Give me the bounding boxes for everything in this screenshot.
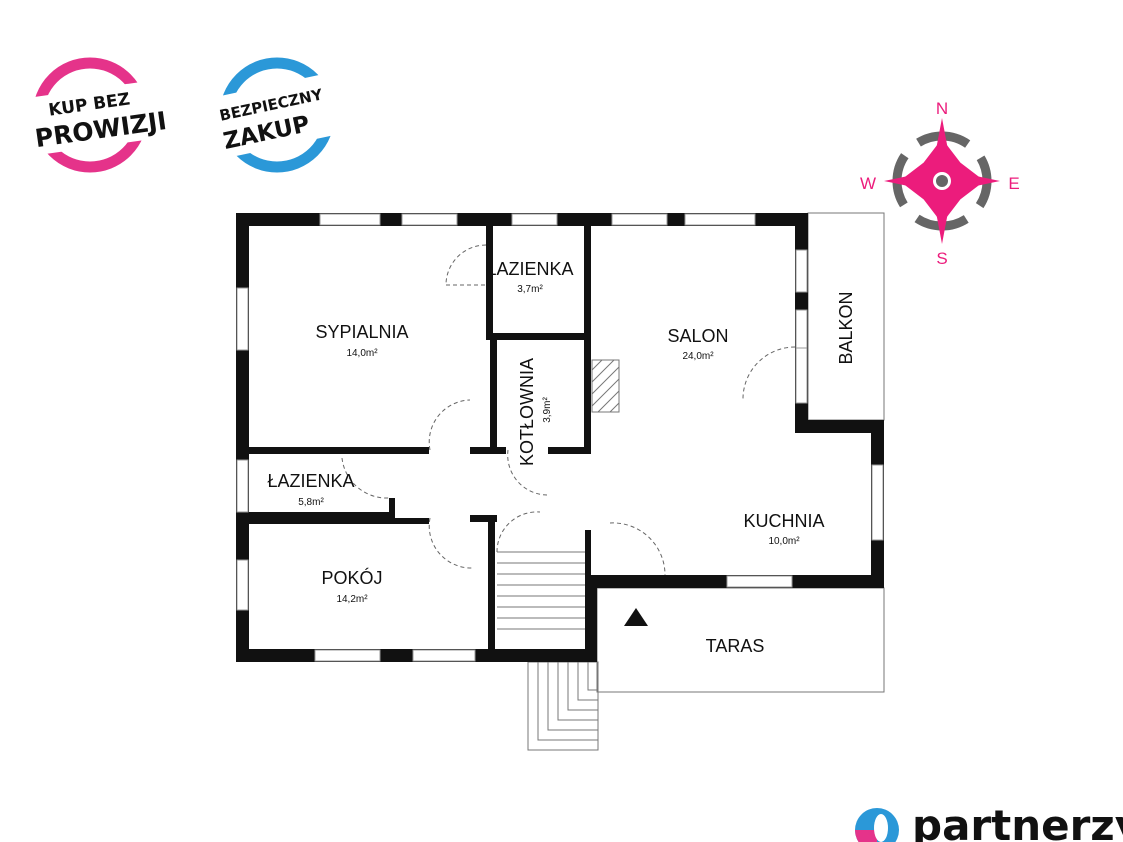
compass-w: W — [860, 174, 876, 193]
room-name: ŁAZIENKA — [267, 471, 354, 491]
compass-e: E — [1008, 174, 1019, 193]
room-name: SYPIALNIA — [315, 322, 408, 342]
room-area: 3,9m² — [542, 397, 553, 423]
room-name: TARAS — [706, 636, 765, 656]
room-name: KOTŁOWNIA — [517, 358, 537, 466]
walls — [236, 213, 884, 662]
kup-bez-prowizji-badge: KUP BEZ PROWIZJI — [21, 57, 184, 173]
room-name: SALON — [667, 326, 728, 346]
room-area: 14,2m² — [336, 594, 368, 605]
partnerzy-logo: partnerzy — [855, 801, 1123, 842]
room-area: 24,0m² — [682, 351, 714, 362]
compass-n: N — [936, 99, 948, 118]
room-area: 5,8m² — [298, 497, 324, 508]
room-name: KUCHNIA — [743, 511, 824, 531]
compass-icon: N S E W — [860, 99, 1020, 268]
bezpieczny-zakup-badge: BEZPIECZNY ZAKUP — [200, 57, 351, 173]
room-name: ŁAZIENKA — [486, 259, 573, 279]
compass-s: S — [936, 249, 947, 268]
brand-name: partnerzy — [912, 801, 1123, 842]
outlines — [497, 212, 885, 751]
room-area: 3,7m² — [517, 284, 543, 295]
room-labels: SYPIALNIA 14,0m² ŁAZIENKA 3,7m² KOTŁOWNI… — [267, 259, 856, 656]
staircase — [497, 551, 585, 630]
windows — [236, 213, 884, 662]
doors — [341, 244, 796, 626]
room-area: 10,0m² — [768, 536, 800, 547]
room-name: POKÓJ — [321, 567, 382, 588]
room-name: BALKON — [836, 291, 856, 364]
entrance-marker-icon — [624, 608, 648, 626]
room-area: 14,0m² — [346, 348, 378, 359]
